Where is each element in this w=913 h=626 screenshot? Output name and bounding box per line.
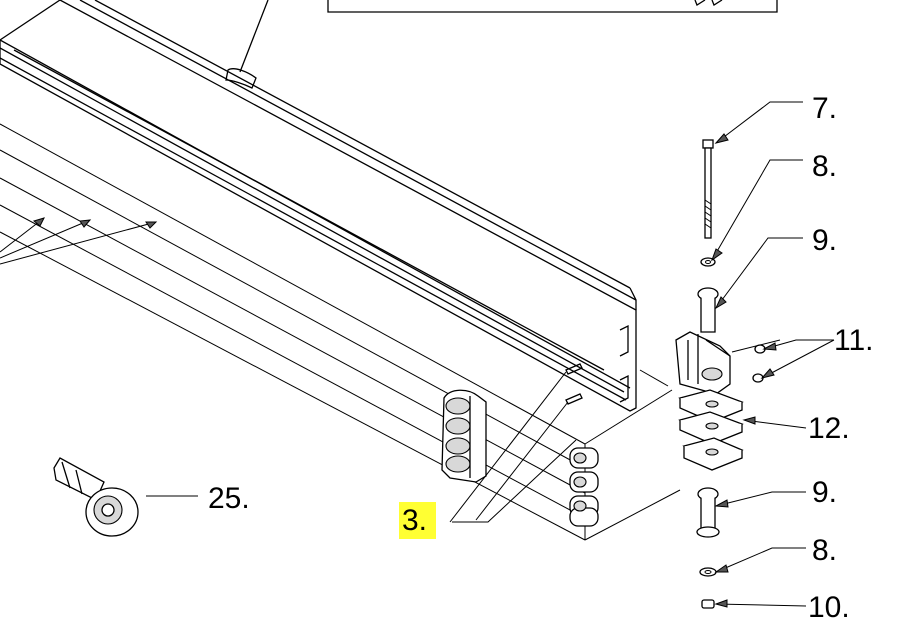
slat-panel <box>0 123 681 541</box>
callout-3-leader <box>452 439 577 523</box>
screw-parts <box>449 363 583 523</box>
callout-8-top: 8. <box>812 150 837 183</box>
callout-12: 12. <box>808 412 850 445</box>
slat-hinge-knuckles <box>569 447 599 527</box>
callout-leaders <box>146 101 835 608</box>
hinge-clip-block <box>441 389 487 483</box>
callout-8-bottom: 8. <box>812 534 837 567</box>
callout-11: 11. <box>834 324 873 357</box>
aluminum-profile-rail <box>0 0 637 412</box>
hinge-assembly <box>675 139 766 609</box>
handle-clip-part <box>53 457 139 537</box>
callout-7: 7. <box>812 92 837 125</box>
callout-3-highlight <box>399 502 436 539</box>
callout-9-top: 9. <box>812 224 837 257</box>
callout-10: 10. <box>808 591 850 624</box>
callout-9-bottom: 9. <box>812 476 837 509</box>
callout-25: 25. <box>208 482 250 515</box>
callout-3: 3. <box>402 504 427 537</box>
top-label-box <box>327 0 778 13</box>
